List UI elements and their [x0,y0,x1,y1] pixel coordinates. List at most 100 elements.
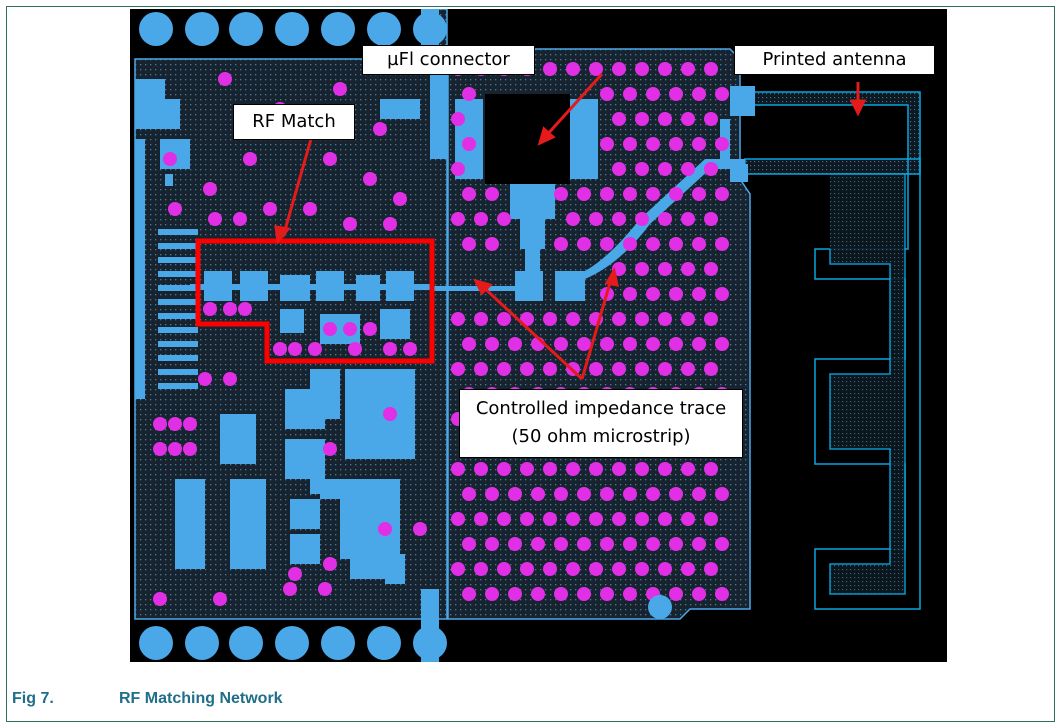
via [554,337,568,351]
via [715,287,729,301]
via [531,537,545,551]
via [715,137,729,151]
via [451,112,465,126]
via [646,87,660,101]
via [520,562,534,576]
via [646,337,660,351]
via [554,587,568,601]
via [168,417,182,431]
via [474,312,488,326]
via [393,192,407,206]
via [589,362,603,376]
via [238,302,252,316]
via [669,337,683,351]
via [681,212,695,226]
via [218,72,232,86]
via [153,442,167,456]
via [577,237,591,251]
via [378,522,392,536]
via [508,587,522,601]
via [153,592,167,606]
via [554,537,568,551]
via-field [153,62,729,619]
via [543,462,557,476]
via [704,562,718,576]
via [462,87,476,101]
via [635,462,649,476]
via [715,337,729,351]
via [283,582,297,596]
via [183,417,197,431]
via [704,512,718,526]
via [223,302,237,316]
via [543,362,557,376]
via [520,362,534,376]
via [635,362,649,376]
figure-frame [6,6,1055,722]
via [497,562,511,576]
via [669,187,683,201]
via [531,587,545,601]
via [658,262,672,276]
via [508,537,522,551]
via [577,587,591,601]
via [451,562,465,576]
via [646,287,660,301]
via [323,152,337,166]
via [383,342,397,356]
via [497,212,511,226]
via [323,322,337,336]
via [704,212,718,226]
via [263,202,277,216]
via [566,562,580,576]
via [646,187,660,201]
via [566,312,580,326]
via [485,187,499,201]
via [383,217,397,231]
via [520,512,534,526]
via [612,212,626,226]
via [474,512,488,526]
via [462,337,476,351]
via [612,362,626,376]
via [704,112,718,126]
via [485,237,499,251]
via [658,112,672,126]
via [681,512,695,526]
via [451,362,465,376]
via [623,587,637,601]
via [715,487,729,501]
via [600,537,614,551]
via [554,487,568,501]
via [462,137,476,151]
via [704,312,718,326]
via [681,312,695,326]
via [692,87,706,101]
figure-caption: Fig 7.RF Matching Network [12,690,283,708]
via [681,62,695,76]
via [600,587,614,601]
via [692,537,706,551]
antenna-label: Printed antenna [734,45,935,75]
via [485,587,499,601]
via [497,462,511,476]
via [623,487,637,501]
via [223,372,237,386]
via [612,162,626,176]
via [451,212,465,226]
via [715,237,729,251]
via [363,172,377,186]
via [704,462,718,476]
via [646,537,660,551]
via [692,587,706,601]
via [658,312,672,326]
via [203,302,217,316]
via [623,187,637,201]
via [704,62,718,76]
via [612,562,626,576]
via [681,112,695,126]
via [589,562,603,576]
via [692,287,706,301]
via [715,187,729,201]
via [577,537,591,551]
